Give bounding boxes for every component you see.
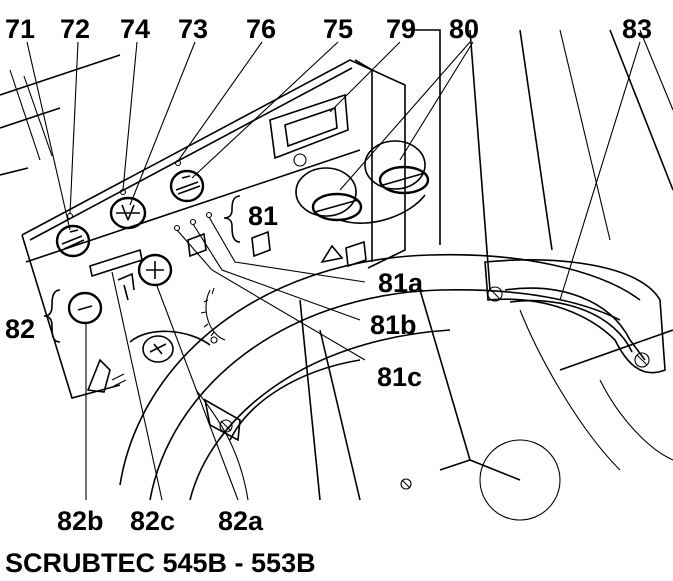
callout-73: 73 <box>178 14 208 44</box>
model-name: SCRUBTEC 545B - 553B <box>5 548 316 578</box>
vacuum-button-73 <box>109 196 147 230</box>
callout-82: 82 <box>5 314 35 344</box>
callout-75: 75 <box>323 14 353 44</box>
callout-83: 83 <box>622 14 652 44</box>
handle-grip <box>484 259 666 374</box>
display-82c <box>89 248 143 278</box>
callout-82c: 82c <box>130 506 175 536</box>
leader-lines <box>26 41 641 501</box>
callout-82a: 82a <box>218 506 264 536</box>
callout-labels: 71 72 74 73 76 75 79 80 83 81 81a 81b 81… <box>5 14 652 578</box>
key-switches-80 <box>295 140 430 224</box>
control-panel <box>55 93 430 393</box>
callout-81c: 81c <box>377 362 422 392</box>
minus-button-82b <box>67 291 103 325</box>
led-81c <box>173 224 181 232</box>
callout-76: 76 <box>246 14 276 44</box>
brush-button-71 <box>55 224 91 258</box>
callout-80: 80 <box>449 14 479 44</box>
connector-79 <box>269 93 349 160</box>
machine-body-outline <box>0 29 673 521</box>
callout-81a: 81a <box>378 268 424 298</box>
callout-81b: 81b <box>370 310 417 340</box>
callout-79: 79 <box>386 14 416 44</box>
manual-icon <box>345 240 367 268</box>
callout-71: 71 <box>5 14 35 44</box>
led-81a <box>205 211 213 219</box>
squeegee-button-75 <box>169 169 205 203</box>
warning-icon <box>320 244 344 264</box>
callout-74: 74 <box>120 14 150 44</box>
callout-72: 72 <box>60 14 90 44</box>
plus-button-82a <box>137 253 173 287</box>
led-81b <box>189 218 197 226</box>
callout-81: 81 <box>248 201 278 231</box>
callout-82b: 82b <box>57 506 104 536</box>
wheel-guard <box>119 253 641 501</box>
